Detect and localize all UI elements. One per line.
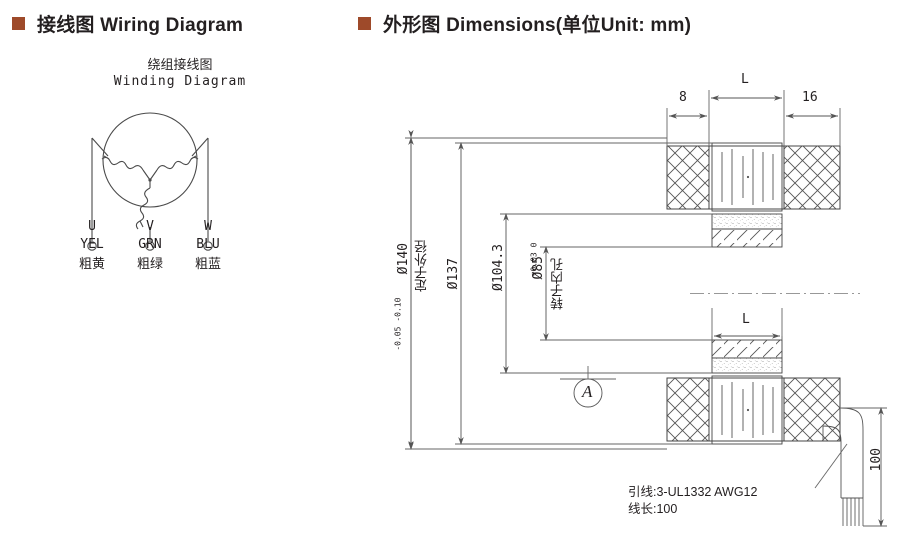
terminal-u-icon [87,241,97,251]
wiring-diagram: 绕组接线图 Winding Diagram [0,56,360,316]
winding-diagram-title: 绕组接线图 Winding Diagram [0,56,360,91]
lead-note-line-1: 引线:3-UL1332 AWG12 [628,485,758,499]
dim-label-diameter-137: Ø137 [446,258,461,290]
winding-schematic-svg [87,112,213,251]
dim-label-diameter-104-3: Ø104.3 [491,244,506,291]
dim-tolerance-upper: -0.05 [393,326,403,351]
dim-label-left-width: 8 [679,90,687,105]
dim-tolerance-outer-diameter: -0.05 -0.10 [393,298,411,351]
section-title-wiring: 接线图 Wiring Diagram [37,15,244,36]
terminal-v-letter: V [146,219,154,234]
terminal-label-u: U YEL 粗黄 [62,218,122,273]
dimension-drawing: 8 L 16 L Ø140 -0.05 -0.10 定子外径 Ø137 Ø104… [360,48,900,548]
dim-note-stator-outer-diameter: 定子外径 [414,240,429,292]
dim-label-bottom-length: L [742,312,750,327]
section-title-dimensions: 外形图 Dimensions(单位Unit: mm) [383,15,692,36]
terminal-u-color-code: YEL [80,237,104,252]
dim-label-outer-diameter: Ø140 [396,243,411,275]
terminal-w-icon [203,241,213,251]
terminal-label-v: V GRN 粗绿 [120,218,180,273]
terminal-u-letter: U [88,219,96,234]
dim-label-outer-diameter-group: Ø140 [396,243,411,279]
stator-circle-icon [102,112,198,208]
dim-tolerance-bore-diameter: +0.03 0 [529,243,547,276]
bullet-square-icon [358,17,371,30]
winding-title-cn: 绕组接线图 [147,57,213,72]
terminal-w-letter: W [204,219,212,234]
terminal-v-color-code: GRN [138,237,162,252]
bullet-square-icon [12,17,25,30]
winding-title-en: Winding Diagram [113,74,247,89]
terminal-w-color-cn: 粗蓝 [194,256,221,271]
cross-section-svg [405,90,887,527]
section-header-wiring: 接线图 Wiring Diagram [12,10,243,37]
dim-tolerance-bore-upper: +0.03 [529,252,539,277]
dim-note-rotor-bore: 转子内孔 [550,258,565,310]
detail-marker-label: A [582,382,593,401]
terminal-v-icon [145,241,155,251]
lead-note-line-2: 线长:100 [628,502,678,516]
section-header-dimensions: 外形图 Dimensions(单位Unit: mm) [358,10,691,37]
dim-label-right-width: 16 [802,90,818,105]
terminal-w-color-code: BLU [196,237,220,252]
dim-label-top-length: L [741,72,749,87]
terminal-v-color-cn: 粗绿 [136,256,163,271]
dim-label-cable-length: 100 [869,448,884,472]
terminal-label-w: W BLU 粗蓝 [178,218,238,273]
terminal-u-color-cn: 粗黄 [78,256,105,271]
dim-tolerance-bore-lower: 0 [529,243,539,248]
dim-tolerance-lower: -0.10 [393,298,403,323]
